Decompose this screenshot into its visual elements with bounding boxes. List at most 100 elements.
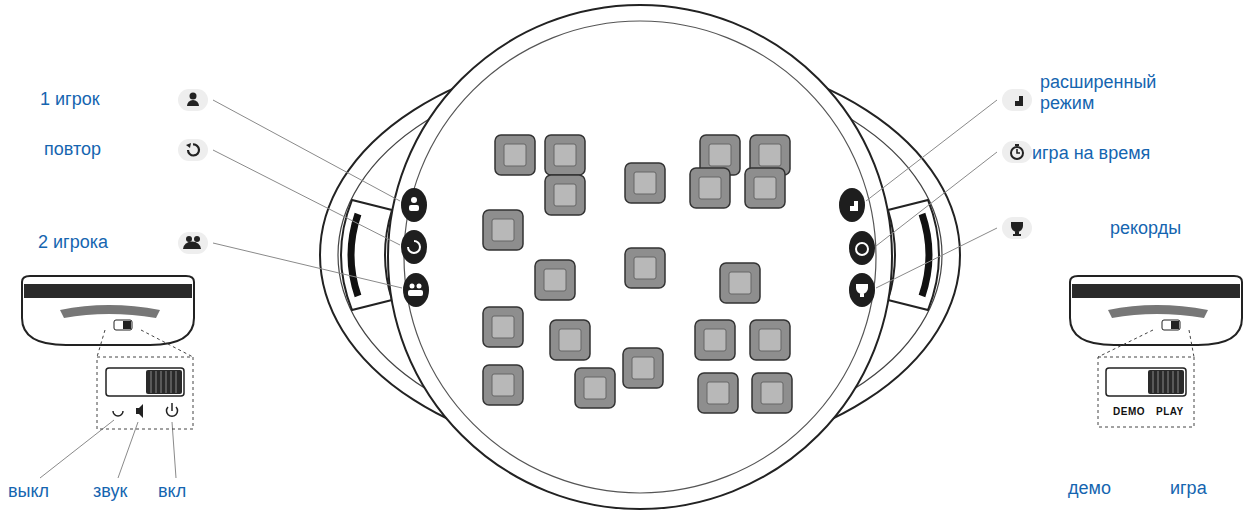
light-pad-grid-part-part xyxy=(504,144,526,166)
power-switch-view-part xyxy=(136,404,143,418)
switch-label: демо xyxy=(1068,478,1111,499)
mode-icons-part-part xyxy=(1015,144,1019,146)
mode-icons-part-part xyxy=(190,93,197,100)
device-body-part xyxy=(388,5,892,509)
leader-lines-part xyxy=(172,422,176,478)
mode-buttons-part-part xyxy=(846,201,858,211)
mode-buttons-part xyxy=(849,273,875,307)
light-pad-grid-part-part xyxy=(492,374,514,396)
mode-icons-part-part xyxy=(186,236,192,242)
light-pad-grid-part xyxy=(483,135,792,413)
light-pad-grid-part-part xyxy=(492,219,514,241)
device-body-part xyxy=(351,214,358,296)
light-pad-grid-part-part xyxy=(690,168,730,208)
power-switch-view-part xyxy=(97,330,193,357)
leader-lines-part xyxy=(213,100,400,201)
mode-buttons-part xyxy=(401,230,427,264)
mode-buttons-part-part xyxy=(409,205,419,211)
mode-buttons-part xyxy=(849,231,875,265)
mode-icons-part xyxy=(178,232,208,254)
mode-icons-part-part xyxy=(186,143,191,148)
demo-switch-view-part xyxy=(1108,305,1208,318)
leader-lines-part xyxy=(118,422,138,478)
demo-switch-view-part xyxy=(1148,370,1184,394)
mode-icons-part-part xyxy=(183,242,201,250)
demo-switch-view-part xyxy=(1070,276,1242,345)
mode-icons-part xyxy=(1002,89,1032,111)
leader-lines-part xyxy=(876,152,997,246)
light-pad-grid-part-part xyxy=(759,144,781,166)
light-pad-grid-part-part xyxy=(575,368,615,408)
demo-switch-view-part xyxy=(1162,320,1180,330)
mode-icons-part-part xyxy=(1011,96,1023,106)
mode-icons-part-part xyxy=(187,100,199,106)
light-pad-grid-part-part xyxy=(559,329,581,351)
light-pad-grid-part-part xyxy=(709,144,731,166)
light-pad-grid-part-part xyxy=(483,210,523,250)
light-pad-grid-part-part xyxy=(495,135,535,175)
light-pad-grid xyxy=(483,135,792,413)
light-pad-grid-part-part xyxy=(550,320,590,360)
light-pad-grid-part-part xyxy=(632,357,654,379)
demo-switch-view-part xyxy=(1072,284,1240,298)
power-switch-view-part xyxy=(151,371,176,393)
mode-icons-part-part xyxy=(194,236,200,242)
power-switch-view-part xyxy=(24,284,192,298)
demo-switch-view-part xyxy=(1098,357,1194,427)
power-switch-view-part xyxy=(171,403,173,411)
device-body-part xyxy=(341,200,392,310)
power-switch-view-part xyxy=(97,357,193,429)
light-pad-grid-part-part xyxy=(695,320,735,360)
light-pad-grid-part-part xyxy=(544,269,566,291)
light-pad-grid-part-part xyxy=(634,257,656,279)
light-pad-grid-part-part xyxy=(704,329,726,351)
mode-icons-part-part xyxy=(1011,222,1023,236)
demo-switch-view-part xyxy=(1153,371,1178,393)
light-pad-grid-part-part xyxy=(554,144,576,166)
light-pad-grid-part-part xyxy=(752,373,792,413)
mode-label: рекорды xyxy=(1110,218,1181,239)
power-switch-view-part xyxy=(113,411,123,416)
switch-label: вкл xyxy=(158,481,186,502)
mode-label: 2 игрока xyxy=(38,232,108,253)
device-body-part xyxy=(404,21,876,493)
switch-label: звук xyxy=(93,481,127,502)
mode-buttons-part-part xyxy=(408,290,423,296)
power-switch-view-part xyxy=(60,305,160,318)
demo-switch-view-part xyxy=(1098,330,1194,357)
power-switch-view-part xyxy=(123,321,131,329)
mode-buttons-part xyxy=(401,188,427,222)
light-pad-grid-part-part xyxy=(761,382,783,404)
light-pad-grid-part-part xyxy=(754,177,776,199)
light-pad-grid-part-part xyxy=(698,373,738,413)
mode-buttons-part xyxy=(839,188,865,222)
switch-marking: DEMO xyxy=(1113,406,1145,418)
mode-icons-part xyxy=(1002,217,1032,239)
demo-switch-view-part xyxy=(1171,321,1179,329)
mode-label: расширенный режим xyxy=(1040,72,1170,114)
mode-icons xyxy=(178,89,1032,254)
power-switch-view-part xyxy=(146,370,182,394)
demo-switch-view-part xyxy=(1106,368,1186,396)
switch-label: выкл xyxy=(8,481,49,502)
mode-buttons-part-part xyxy=(410,284,415,289)
device-body xyxy=(320,5,960,509)
device-body-part xyxy=(922,214,929,296)
mode-buttons-part-part xyxy=(856,243,868,255)
leader-lines-part xyxy=(876,228,997,288)
light-pad-grid-part-part xyxy=(554,184,576,206)
light-pad-grid-part-part xyxy=(483,365,523,405)
leader-lines-part xyxy=(213,243,402,288)
light-pad-grid-part-part xyxy=(623,348,663,388)
light-pad-grid-part-part xyxy=(492,316,514,338)
light-pad-grid-part-part xyxy=(699,177,721,199)
mode-buttons-part-part xyxy=(411,197,417,203)
mode-buttons-part-part xyxy=(408,241,420,253)
mode-icons-part xyxy=(183,93,1023,250)
mode-buttons-part-part xyxy=(417,284,422,289)
leader-lines-part xyxy=(866,100,997,201)
power-switch-view-part xyxy=(114,320,132,330)
mode-buttons-part-part xyxy=(856,284,868,297)
power-switch-view-part xyxy=(22,276,194,345)
light-pad-grid-part-part xyxy=(545,135,585,175)
